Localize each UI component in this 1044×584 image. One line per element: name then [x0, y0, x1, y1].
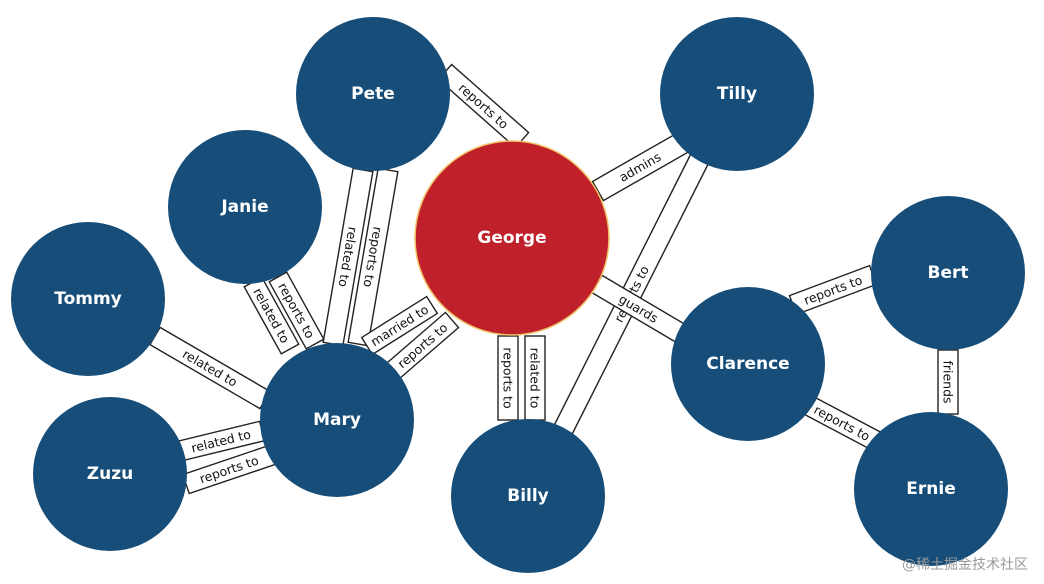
edge-band — [360, 295, 439, 356]
edge-clarence-bert-15: reports to — [788, 264, 878, 316]
edge-clarence-ernie-16: reports to — [802, 395, 882, 451]
node-george-label: George — [477, 228, 546, 248]
edge-pete-george-0: reports to — [437, 63, 530, 149]
node-bert-label: Bert — [928, 263, 969, 283]
node-ernie-label: Ernie — [906, 479, 955, 499]
edge-band — [347, 167, 399, 347]
node-mary: Mary — [260, 343, 414, 497]
node-zuzu-label: Zuzu — [87, 464, 133, 484]
node-george: George — [414, 140, 610, 336]
node-janie-circle — [168, 130, 322, 284]
node-tommy-circle — [11, 222, 165, 376]
node-ernie-circle — [854, 412, 1008, 566]
node-janie-label: Janie — [220, 197, 268, 217]
node-clarence-circle — [671, 287, 825, 441]
edge-label: reports to — [456, 80, 512, 132]
node-bert-circle — [871, 196, 1025, 350]
edge-tommy-mary-7: related to — [149, 326, 271, 410]
edge-label: related to — [528, 348, 543, 409]
node-billy: Billy — [451, 419, 605, 573]
node-janie: Janie — [168, 130, 322, 284]
node-bert: Bert — [871, 196, 1025, 350]
node-mary-label: Mary — [313, 410, 361, 430]
node-tilly: Tilly — [660, 17, 814, 171]
edge-label: reports to — [501, 347, 516, 408]
node-george-circle — [414, 140, 610, 336]
watermark: @稀土掘金技术社区 — [902, 557, 1028, 573]
edge-billy-george-12: reports to — [497, 335, 519, 421]
node-pete-circle — [296, 17, 450, 171]
node-ernie: Ernie — [854, 412, 1008, 566]
node-tommy: Tommy — [11, 222, 165, 376]
edge-billy-george-13: related to — [524, 335, 546, 421]
node-tilly-circle — [660, 17, 814, 171]
node-clarence-label: Clarence — [706, 354, 789, 374]
edge-label: friends — [941, 360, 956, 403]
node-tilly-label: Tilly — [717, 84, 757, 104]
edge-bert-ernie-17: friends — [937, 349, 959, 415]
edge-label: reports to — [198, 453, 261, 487]
node-pete: Pete — [296, 17, 450, 171]
node-clarence: Clarence — [671, 287, 825, 441]
node-tommy-label: Tommy — [54, 289, 122, 309]
node-zuzu-circle — [33, 397, 187, 551]
edge-band — [268, 271, 325, 350]
edge-band — [497, 335, 519, 421]
node-billy-label: Billy — [507, 486, 549, 506]
node-pete-label: Pete — [351, 84, 395, 104]
node-zuzu: Zuzu — [33, 397, 187, 551]
node-mary-circle — [260, 343, 414, 497]
node-billy-circle — [451, 419, 605, 573]
